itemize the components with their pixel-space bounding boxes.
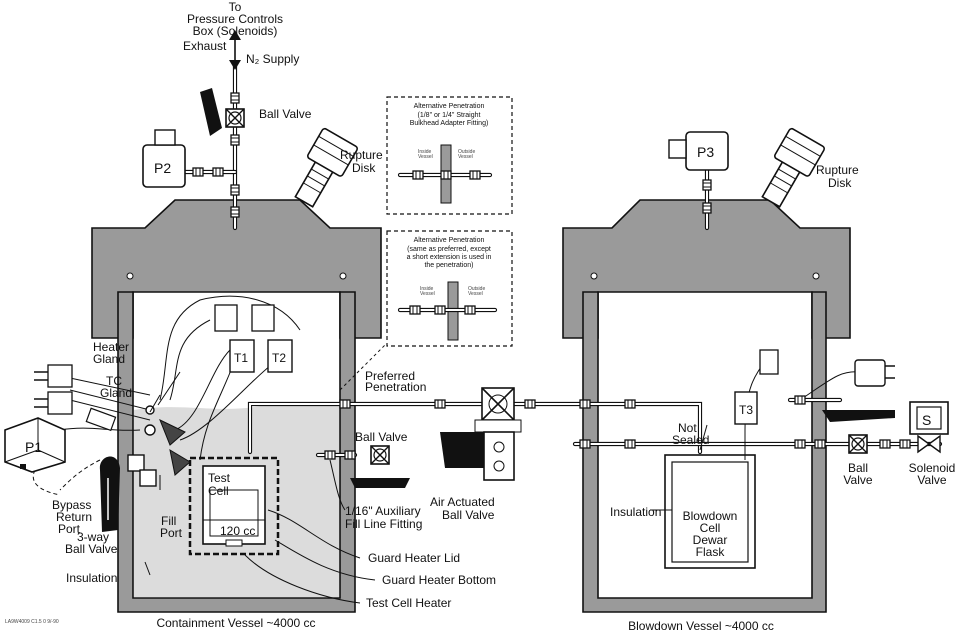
p1-gauge: P1	[4, 417, 66, 473]
p3-label: P3	[697, 144, 714, 160]
exhaust-label: Exhaust	[183, 39, 227, 53]
aux-fill-1: 1/16" Auxiliary	[345, 504, 421, 518]
dewar-1: Blowdown	[683, 509, 738, 523]
alt-pen-2-inside-2: Vessel	[420, 291, 435, 297]
dewar-2: Cell	[700, 521, 721, 535]
n2-supply-label: N₂ Supply	[246, 52, 299, 66]
air-actuated-valve	[440, 387, 522, 481]
p3-gauge: P3	[668, 131, 729, 171]
alt-pen-1-outside-2: Vessel	[458, 154, 473, 160]
s-label: S	[922, 412, 931, 428]
rupture-right-2: Disk	[828, 176, 852, 190]
not-sealed-2: Sealed	[672, 433, 709, 447]
alt-pen-1-title: Alternative Penetration	[414, 103, 485, 110]
preferred-penetration-1: Preferred	[365, 369, 415, 383]
not-sealed-1: Not	[678, 421, 697, 435]
box-solenoids-label: Box (Solenoids)	[193, 24, 278, 38]
leaders	[144, 344, 708, 604]
solenoid-valve-1: Solenoid	[909, 461, 956, 475]
containment-label: Containment Vessel ~4000 cc	[156, 616, 315, 630]
alt-pen-2-inside-1: Inside	[420, 286, 434, 292]
alt-pen-2-sub-3: the penetration)	[424, 262, 473, 269]
ball-valve-right-2: Valve	[843, 473, 872, 487]
p1-label: P1	[25, 439, 42, 455]
alt-pen-2-outside-2: Vessel	[468, 291, 483, 297]
pressure-controls-label: Pressure Controls	[187, 12, 283, 26]
rupture-right-1: Rupture	[816, 163, 859, 177]
guard-heater-bottom: Guard Heater Bottom	[382, 573, 496, 587]
labels: To Pressure Controls Box (Solenoids) Exh…	[5, 0, 955, 630]
right-connector	[854, 359, 895, 387]
ball-valve-right-1: Ball	[848, 461, 868, 475]
to-label: To	[229, 0, 242, 14]
t1-label: T1	[234, 351, 248, 365]
bypass-1: Bypass	[52, 498, 91, 512]
piping	[32, 59, 943, 496]
rupture-left-1: Rupture	[340, 148, 383, 162]
solenoid-valve-2: Valve	[917, 473, 946, 487]
test-cell-assembly: Test Cell 120 cc	[188, 456, 280, 556]
bypass-3: Port	[58, 522, 81, 536]
tc-gland-1: TC	[106, 374, 122, 388]
alt-pen-1-inside-2: Vessel	[418, 154, 433, 160]
ball-valve-top	[200, 88, 245, 136]
air-actuated-2: Ball Valve	[442, 508, 495, 522]
three-way-2: Ball Valve	[65, 542, 118, 556]
aux-fill-2: Fill Line Fitting	[345, 517, 422, 531]
t1-connector: T1	[214, 304, 255, 373]
three-way-1: 3-way	[77, 530, 109, 544]
rupture-disk-right	[761, 127, 826, 208]
preferred-penetration-2: Penetration	[365, 380, 426, 394]
heater-gland-1: Heater	[93, 340, 129, 354]
heater-gland-2: Gland	[93, 352, 125, 366]
bypass-2: Return	[56, 510, 92, 524]
guard-heater-lid: Guard Heater Lid	[368, 551, 460, 565]
t2-connector: T2	[251, 304, 293, 373]
fill-port-1: Fill	[161, 514, 176, 528]
three-way-valve	[99, 418, 191, 532]
ball-valve-mid-label: Ball Valve	[355, 430, 408, 444]
volume-label: 120 cc	[220, 524, 255, 538]
insulation-left: Insulation	[66, 571, 117, 585]
test-cell-heater: Test Cell Heater	[366, 596, 451, 610]
tc-gland-2: Gland	[100, 386, 132, 400]
alt-pen-1-outside-1: Outside	[458, 149, 475, 155]
heater-connectors	[34, 364, 156, 436]
rupture-disk-left	[294, 127, 359, 208]
air-actuated-1: Air Actuated	[430, 495, 495, 509]
ball-valve-right	[822, 410, 895, 454]
t3-connector: T3	[734, 349, 779, 425]
alt-pen-1-sub-2: Bulkhead Adapter Fitting)	[410, 120, 489, 127]
alt-pen-2-sub-1: (same as preferred, except	[407, 246, 491, 253]
dewar-3: Dewar	[693, 533, 728, 547]
t2-label: T2	[272, 351, 286, 365]
footer-code: LA9W4009 C1.5 0 9/-90	[5, 619, 59, 625]
alt-penetration-1: Alternative Penetration (1/8" or 1/4" St…	[386, 96, 513, 215]
insulation-right: Insulation	[610, 505, 661, 519]
ball-valve-top-label: Ball Valve	[259, 107, 312, 121]
test-cell-label-1: Test	[208, 471, 231, 485]
t3-label: T3	[739, 403, 753, 417]
p2-gauge: P2	[142, 129, 186, 188]
test-cell-label-2: Cell	[208, 484, 229, 498]
alt-pen-2-title: Alternative Penetration	[414, 237, 485, 244]
alt-pen-2-sub-2: a short extension is used in	[407, 254, 492, 261]
fill-port-2: Port	[160, 526, 183, 540]
solenoid-valve: S	[909, 401, 949, 454]
ball-valve-mid	[350, 445, 410, 488]
alt-penetration-2: Alternative Penetration (same as preferr…	[386, 230, 513, 347]
alt-pen-1-inside-1: Inside	[418, 149, 432, 155]
dewar-4: Flask	[696, 545, 726, 559]
blowdown-vessel-label: Blowdown Vessel ~4000 cc	[628, 619, 774, 630]
top-arrows	[229, 30, 241, 70]
p2-label: P2	[154, 160, 171, 176]
alt-pen-1-sub-1: (1/8" or 1/4" Straight	[418, 112, 481, 119]
rupture-left-2: Disk	[352, 161, 376, 175]
blowdown-vessel	[562, 199, 851, 613]
alt-pen-2-outside-1: Outside	[468, 286, 485, 292]
